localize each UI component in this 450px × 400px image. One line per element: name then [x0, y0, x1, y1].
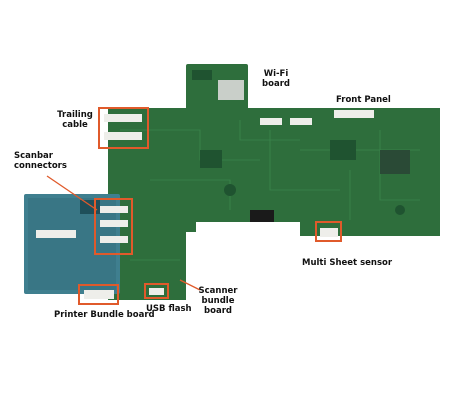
scanbar-connectors-highlight — [94, 198, 133, 255]
label-wifi-board: Wi-Fi board — [262, 69, 290, 89]
label-front-panel: Front Panel — [336, 95, 391, 105]
main-processor-chip — [250, 210, 274, 222]
front-panel-connector — [334, 110, 374, 118]
label-usb-flash: USB flash — [146, 304, 192, 314]
label-printer-bundle-board: Printer Bundle board — [54, 310, 155, 320]
multi-sheet-sensor-highlight — [315, 221, 342, 242]
trailing-cable-highlight — [98, 107, 149, 149]
usb-flash-highlight — [144, 283, 169, 299]
printer-bundle-highlight — [78, 284, 119, 305]
label-trailing-cable: Trailing cable — [57, 110, 93, 130]
label-scanbar-connectors: Scanbar connectors — [14, 151, 67, 171]
board-traces — [120, 120, 420, 261]
label-multi-sheet-sensor: Multi Sheet sensor — [302, 258, 393, 268]
label-scanner-bundle-board: Scanner bundle board — [198, 286, 238, 316]
